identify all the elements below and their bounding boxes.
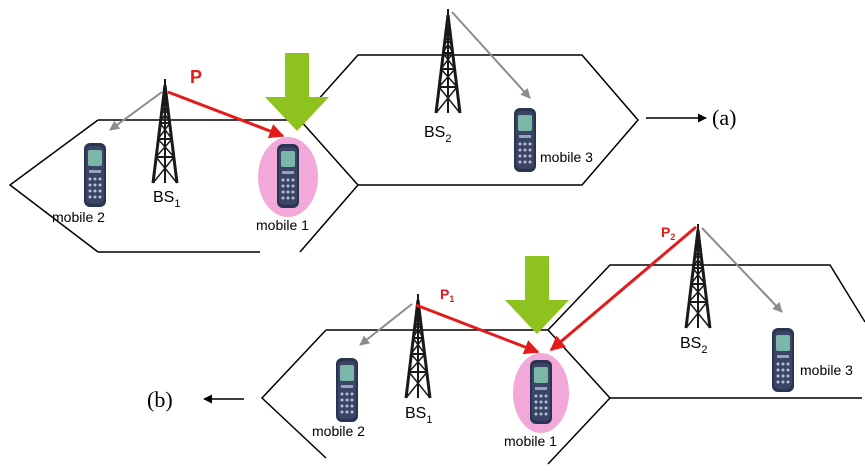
bs1-label-a: BS1 bbox=[153, 189, 180, 210]
mobile1-label-b: mobile 1 bbox=[504, 433, 557, 449]
bs2-label-a: BS2 bbox=[424, 124, 451, 145]
scenario-b: P1 P2 BS1 BS2 mobile 2 mobile 1 mobile 3… bbox=[147, 222, 865, 465]
power-arrow-p2-b bbox=[549, 225, 697, 352]
mobile-phone-icon bbox=[514, 108, 536, 172]
link-bs1-mobile2-b bbox=[359, 303, 413, 346]
cell-edge-b bbox=[547, 397, 611, 465]
mobile1-label-a: mobile 1 bbox=[256, 217, 309, 233]
handoff-arrow-icon bbox=[505, 256, 569, 334]
mobile2-label-b: mobile 2 bbox=[312, 423, 365, 439]
cell-hexagon-bs1-a bbox=[8, 119, 359, 253]
mobile-phone-icon bbox=[277, 144, 299, 208]
p2-label-b: P2 bbox=[661, 224, 675, 242]
mobile3-label-a: mobile 3 bbox=[540, 149, 593, 165]
link-bs1-mobile2-a bbox=[109, 91, 163, 131]
tag-label-a: (a) bbox=[712, 105, 736, 130]
cell-tower-icon bbox=[434, 7, 462, 115]
link-bs2-mobile3-a bbox=[451, 11, 531, 99]
power-label-a: P bbox=[190, 67, 202, 87]
cell-hexagon-bs2-a bbox=[299, 54, 639, 186]
bs1-label-b: BS1 bbox=[405, 405, 432, 426]
mobile-phone-icon bbox=[336, 358, 358, 422]
p1-label-b: P1 bbox=[440, 286, 454, 304]
mobile-phone-icon bbox=[530, 360, 552, 424]
mobile-phone-icon bbox=[772, 328, 794, 392]
link-bs2-mobile3-b bbox=[701, 227, 783, 313]
mobile3-label-b: mobile 3 bbox=[800, 362, 853, 378]
mobile-phone-icon bbox=[84, 143, 106, 207]
cell-hexagon-bs2-b bbox=[547, 264, 865, 399]
scenario-a: P BS1 BS2 mobile 2 mobile 1 mobile 3 (a) bbox=[8, 7, 736, 253]
tag-label-b: (b) bbox=[147, 387, 173, 412]
power-arrow-a bbox=[167, 90, 285, 139]
power-arrow-p1-b bbox=[415, 303, 540, 355]
mobile2-label-a: mobile 2 bbox=[52, 209, 105, 225]
cell-tower-icon bbox=[684, 222, 712, 330]
bs2-label-b: BS2 bbox=[680, 335, 707, 356]
